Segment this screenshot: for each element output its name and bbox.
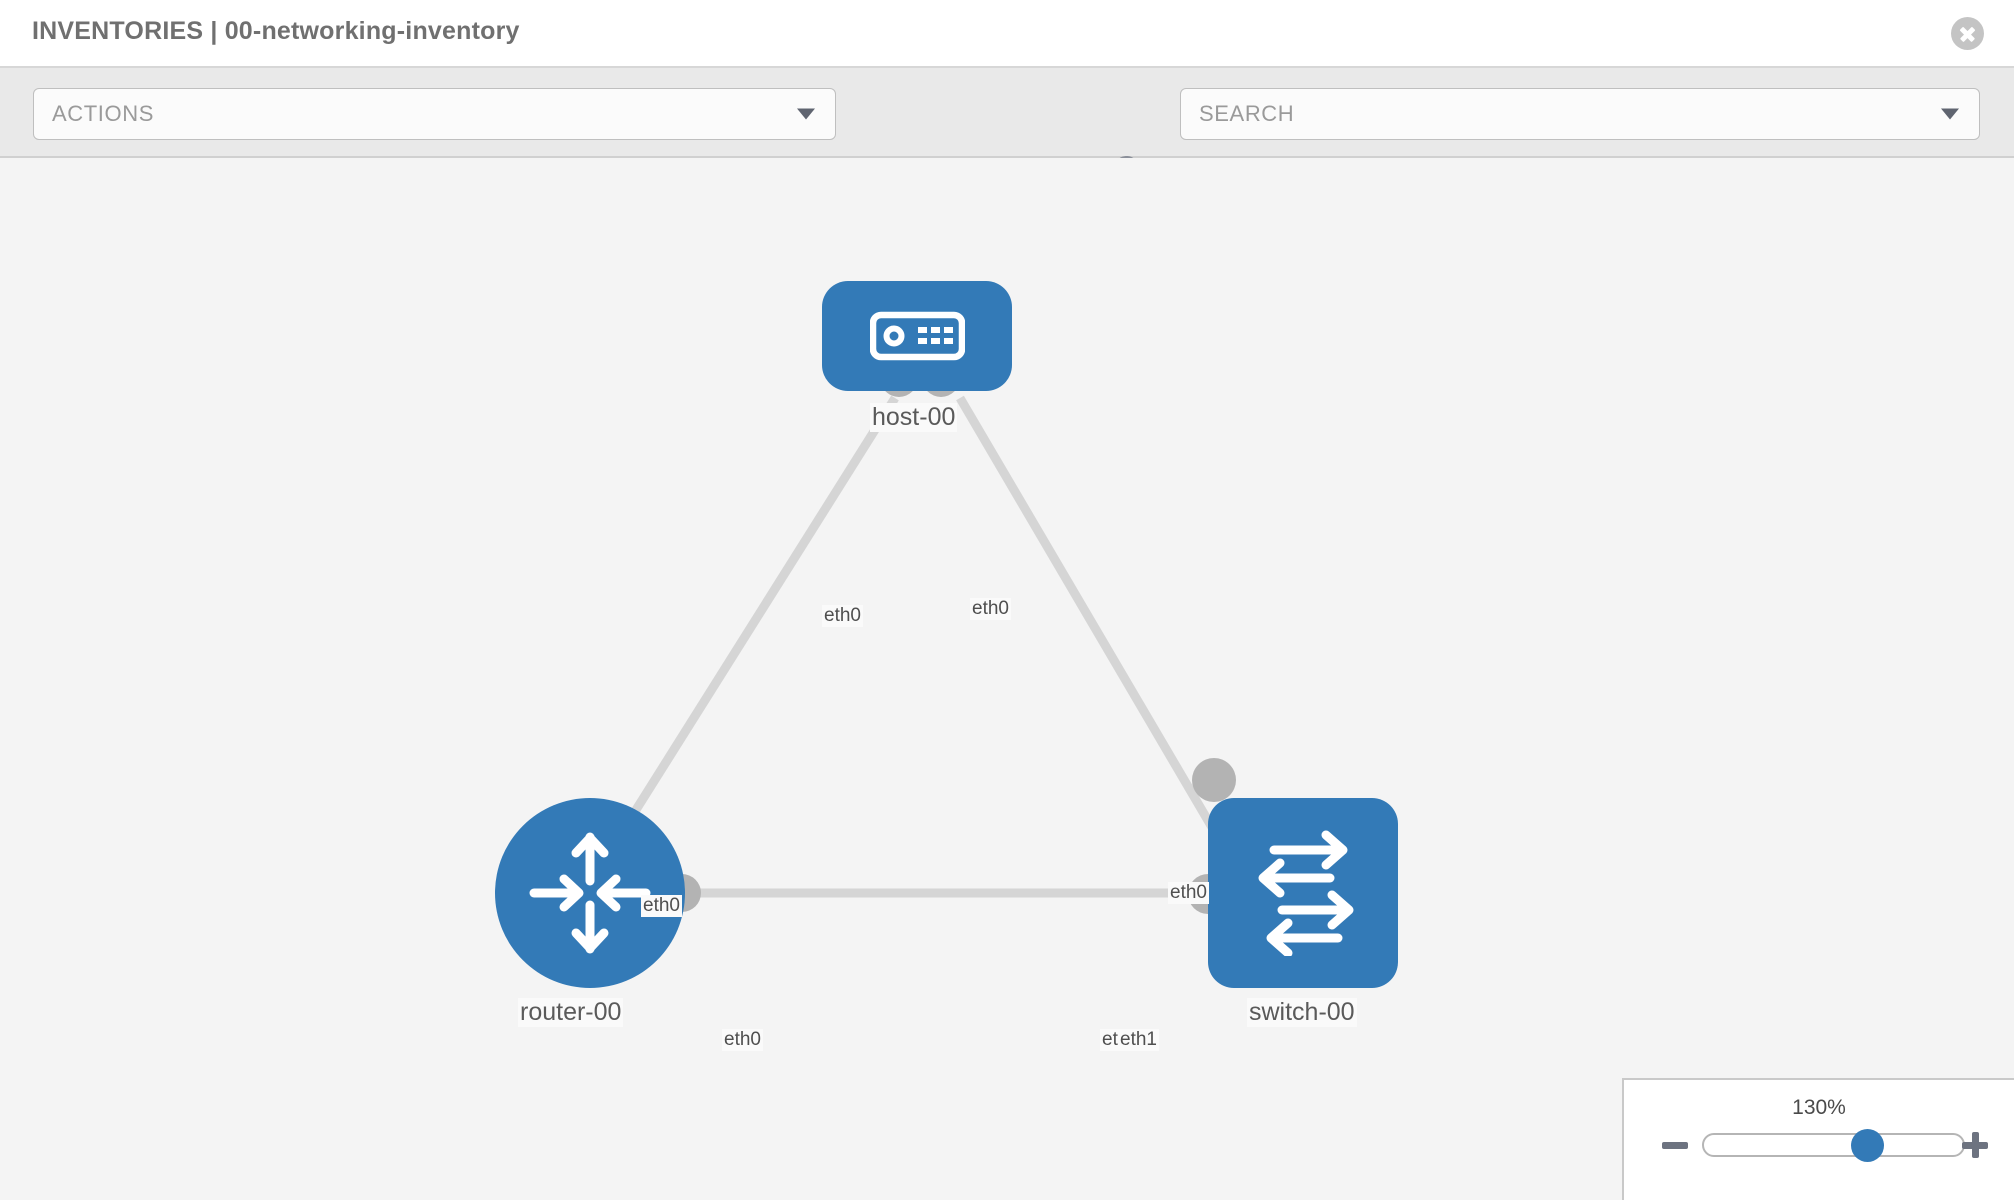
topology-node-router[interactable]: router-00 bbox=[495, 798, 701, 1027]
chevron-down-icon bbox=[797, 108, 815, 120]
topology-node-host[interactable]: host-00 bbox=[822, 281, 1012, 432]
topology-links bbox=[603, 395, 1234, 898]
interface-label-host-right: eth0 bbox=[970, 598, 1011, 620]
interface-label-router-right: eth0 bbox=[722, 1029, 763, 1051]
interface-label-host-left: eth0 bbox=[822, 605, 863, 627]
actions-dropdown-label: ACTIONS bbox=[52, 101, 154, 126]
topology-node-switch[interactable]: switch-00 bbox=[1188, 758, 1398, 1027]
zoom-slider-track[interactable] bbox=[1702, 1129, 1965, 1162]
interface-label-switch-up: eth0 bbox=[1168, 882, 1209, 904]
actions-dropdown[interactable]: ACTIONS bbox=[33, 88, 836, 140]
server-appliance-icon bbox=[870, 311, 965, 361]
interface-label-switch-left-b: eth1 bbox=[1118, 1029, 1159, 1051]
zoom-in-button[interactable] bbox=[1962, 1132, 1988, 1158]
zoom-level-label: 130% bbox=[1792, 1096, 1846, 1119]
link-router-host bbox=[603, 395, 899, 859]
page-header: INVENTORIES | 00-networking-inventory bbox=[0, 0, 2014, 68]
host-node-label: host-00 bbox=[870, 403, 958, 432]
switch-node-shape bbox=[1208, 798, 1398, 988]
switch-node-label: switch-00 bbox=[1247, 998, 1357, 1027]
link-host-switch bbox=[956, 395, 1234, 861]
interface-label-router-up: eth0 bbox=[641, 895, 682, 917]
chevron-down-icon bbox=[1941, 108, 1959, 120]
interface-nub-switch-top[interactable] bbox=[1192, 758, 1236, 802]
zoom-out-button[interactable] bbox=[1662, 1132, 1688, 1158]
toolbar: ACTIONS SEARCH bbox=[0, 68, 2014, 195]
close-icon[interactable] bbox=[1951, 17, 1984, 50]
zoom-slider-thumb[interactable] bbox=[1850, 1129, 1884, 1162]
router-node-label: router-00 bbox=[518, 998, 624, 1027]
search-placeholder: SEARCH bbox=[1199, 101, 1295, 126]
page-title: INVENTORIES | 00-networking-inventory bbox=[32, 17, 520, 45]
router-node-shape bbox=[495, 798, 685, 988]
bidirectional-arrows-icon bbox=[1258, 830, 1354, 956]
topology-canvas[interactable]: host-00 eth0 eth0 router-00 bbox=[0, 158, 2014, 1200]
search-input[interactable]: SEARCH bbox=[1180, 88, 1980, 140]
four-way-arrows-icon bbox=[529, 832, 651, 954]
zoom-control-panel: 130% bbox=[1622, 1078, 2014, 1200]
host-node-shape bbox=[822, 281, 1012, 391]
